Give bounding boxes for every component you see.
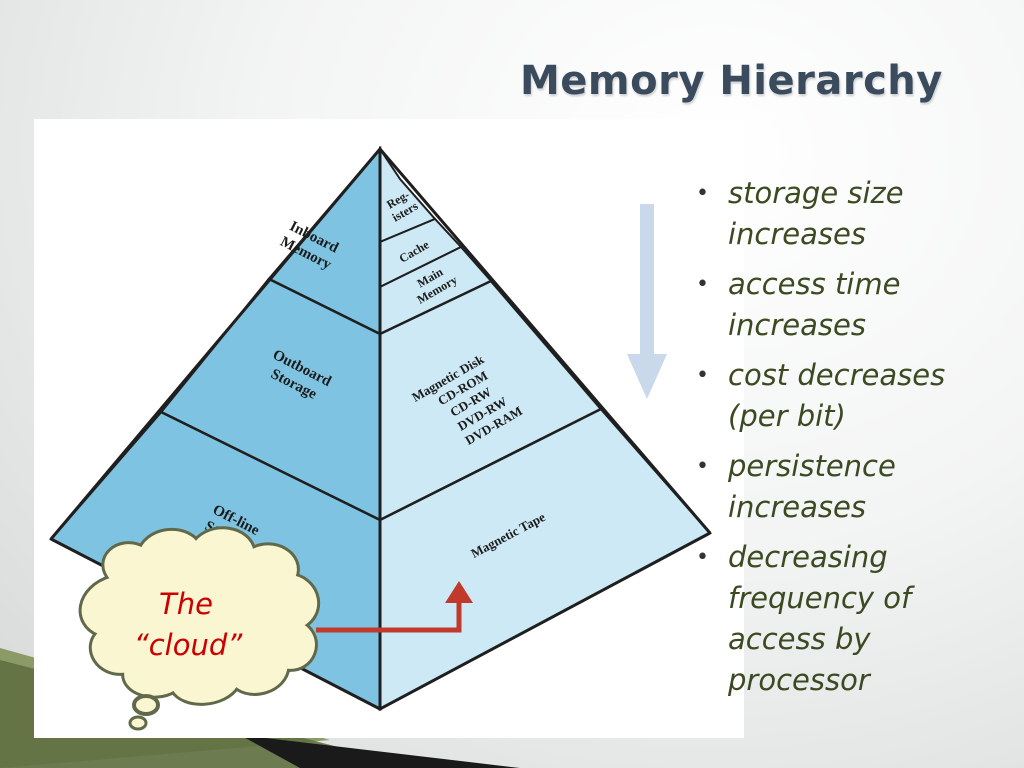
- bullet-item: •access time increases: [690, 264, 990, 346]
- bullet-dot-icon: •: [696, 545, 709, 570]
- bullet-list: •storage size increases •access time inc…: [690, 173, 990, 710]
- bullet-dot-icon: •: [696, 363, 709, 388]
- bullet-dot-icon: •: [696, 181, 709, 206]
- pyramid-diagram: Inboard Memory Outboard Storage Off-line…: [49, 145, 712, 731]
- bullet-item: •persistence increases: [690, 446, 990, 528]
- cloud-callout: The “cloud”: [78, 526, 321, 731]
- bullet-item: •storage size increases: [690, 173, 990, 255]
- bullet-dot-icon: •: [696, 454, 709, 479]
- bullet-dot-icon: •: [696, 272, 709, 297]
- pyramid-figure: Inboard Memory Outboard Storage Off-line…: [34, 119, 744, 738]
- cloud-callout-line1: The: [159, 587, 213, 621]
- bullet-item: •cost decreases (per bit): [690, 355, 990, 437]
- bullet-item: •decreasing frequency of access by proce…: [690, 537, 990, 701]
- down-arrow-icon: [627, 204, 667, 399]
- slide-title: Memory Hierarchy: [520, 58, 943, 104]
- callout-arrow-icon: [316, 581, 473, 633]
- cloud-callout-line2: “cloud”: [134, 628, 244, 662]
